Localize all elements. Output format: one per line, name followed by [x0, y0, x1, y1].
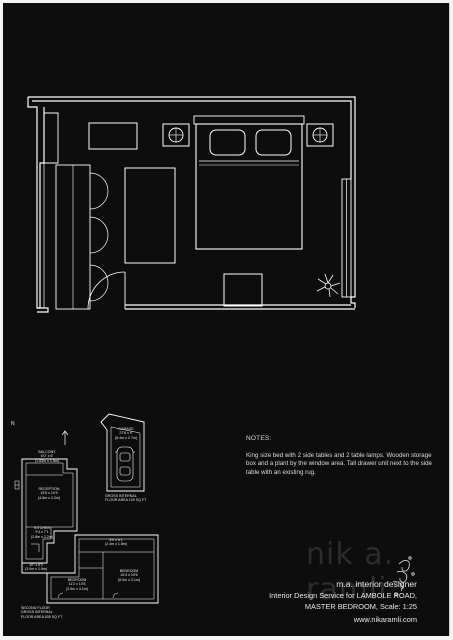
master-bedroom-floor-plan [14, 96, 415, 604]
notes-body: King size bed with 2 side tables and 2 t… [246, 452, 432, 476]
room-name: GARAGE [118, 427, 134, 431]
alcove-wall [44, 112, 59, 164]
garage-area-label: GROSS INTERNAL FLOOR AREA 109 SQ FT [105, 494, 146, 503]
king-size-bed [195, 123, 303, 250]
north-label: N [11, 421, 15, 427]
side-table-left [162, 123, 190, 147]
watermark: nik a. ramli [306, 537, 395, 607]
room-size-metric: (4.8m x 3.3m) [37, 495, 61, 500]
designer-title: m.a. interior designer [336, 579, 417, 589]
room-size-metric: (8.4m x 2.7m) [114, 435, 138, 440]
service-line: Interior Design Service for LAMBOLE ROAD… [269, 591, 417, 600]
second-floor-area-label: SECOND FLOOR GROSS INTERNAL FLOOR AREA 5… [21, 606, 62, 619]
logo-flourish-icon [392, 556, 415, 596]
bedroom-small-label: BEDROOM 11'2 x 10'6 (3.5m x 3.1m) [55, 578, 99, 591]
outer-wall [28, 96, 356, 179]
room-size: 11'2 x 10'6 [68, 582, 86, 587]
room-name: BEDROOM [119, 569, 139, 573]
room-size: 27'6 x 9' [119, 431, 133, 436]
room-size: 16'4 x 10'6 [120, 573, 138, 578]
notes-title: NOTES: [246, 435, 272, 442]
area-caption: GROSS INTERNAL [21, 610, 53, 615]
bedroom-main-label: BEDROOM 16'4 x 10'6 (5.0m x 3.1m) [107, 569, 151, 582]
garage-label: GARAGE 27'6 x 9' (8.4m x 2.7m) [111, 427, 141, 440]
garage-key-plan [100, 413, 145, 492]
area-value: FLOOR AREA 109 SQ FT [105, 498, 147, 503]
desk [88, 122, 138, 150]
room-size-metric: (3.5m x 3.1m) [65, 586, 89, 591]
website-link[interactable]: www.nikaramli.com [353, 615, 417, 624]
room-name: KITCHEN [34, 526, 50, 530]
left-wall [27, 97, 45, 309]
storage-box [124, 167, 176, 264]
north-arrow-icon [61, 430, 69, 445]
floor-name: SECOND FLOOR [21, 606, 50, 610]
room-size-metric: (2.4m x 1.8m) [104, 542, 128, 547]
hall-label: 10" x 6'2 (3.0m x 1.9m) [25, 563, 47, 572]
room-size: 6'0" x 6' [40, 454, 54, 459]
area-caption: GROSS INTERNAL [105, 494, 137, 498]
landing-label: 8'0 x 6'1 (2.4m x 1.8m) [101, 538, 131, 547]
room-size-metric: (2.8m x 2.2m) [30, 534, 54, 539]
pillow-right [255, 129, 292, 156]
second-floor-key-plan [14, 430, 159, 604]
outer-wall-inner [32, 100, 352, 179]
drawing-sheet: BALCONY 6'0" x 6' (1.83m x 1.8m) N RECEP… [3, 3, 450, 636]
balcony-label: BALCONY 6'0" x 6' (1.83m x 1.8m) [27, 450, 67, 463]
room-size-metric: (3.0m x 1.9m) [25, 567, 48, 572]
plant-icon [316, 273, 341, 298]
tall-drawer-unit [193, 115, 305, 125]
room-size-metric: (5.0m x 3.1m) [117, 577, 141, 582]
room-name: BEDROOM [67, 578, 87, 582]
wooden-box [223, 273, 263, 307]
door-swing [87, 271, 126, 310]
room-size: 15'6 x 10'9 [40, 491, 58, 496]
room-size: 8'0 x 6'1 [109, 538, 123, 542]
area-value: FLOOR AREA 535 SQ FT [21, 614, 63, 619]
room-size-metric: (1.83m x 1.8m) [34, 458, 60, 463]
pillow-left [209, 129, 246, 156]
room-name: RECEPTION [38, 487, 60, 491]
car-icon [115, 446, 135, 482]
room-scale-line: MASTER BEDROOM, Scale: 1:25 [304, 602, 417, 611]
room-size: 10" x 6'2 [29, 563, 43, 567]
room-size: 9'4 x 7'1 [35, 530, 49, 535]
room-name: BALCONY [38, 450, 56, 454]
kitchen-label: KITCHEN 9'4 x 7'1 (2.8m x 2.2m) [27, 526, 57, 539]
side-table-right [306, 123, 334, 147]
reception-label: RECEPTION 15'6 x 10'9 (4.8m x 3.3m) [29, 487, 69, 500]
